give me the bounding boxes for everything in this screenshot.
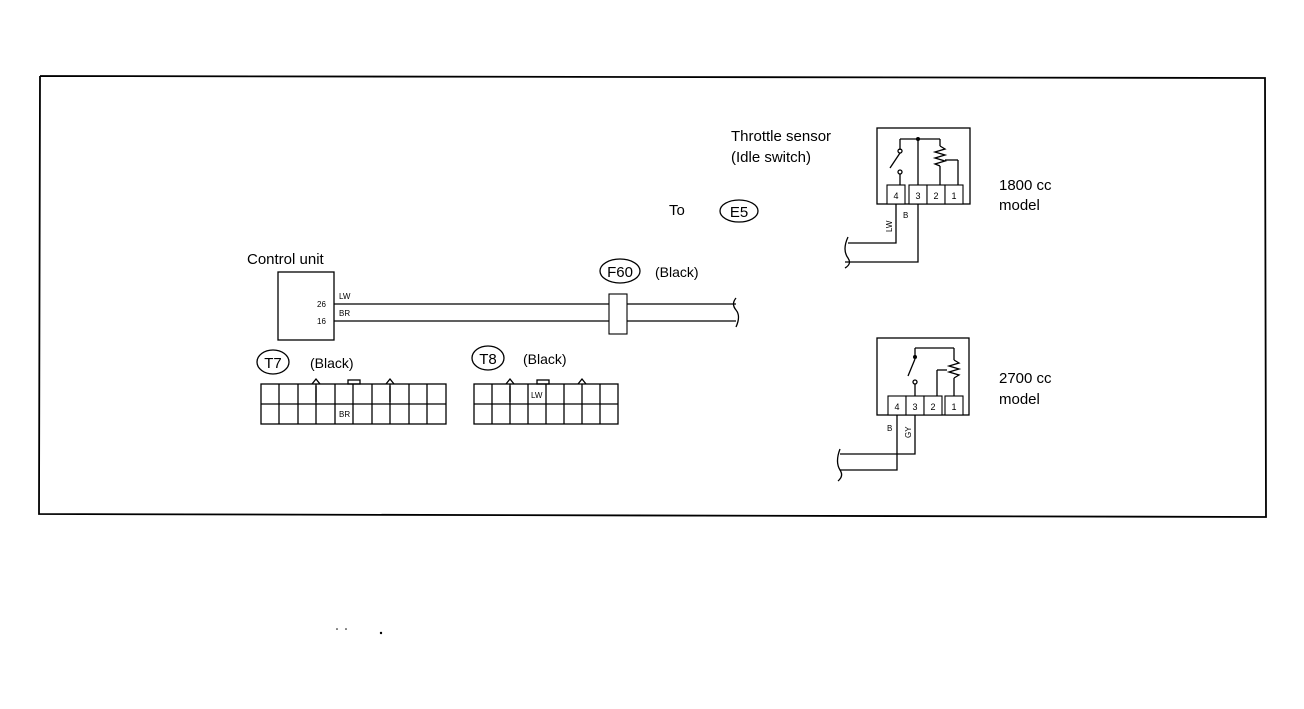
- model-2700-line2: model: [999, 391, 1040, 408]
- sensor-2700-terminal-3: 3: [912, 402, 917, 412]
- control-unit-label: Control unit: [247, 251, 325, 268]
- sensor-1800-circuit: [889, 137, 959, 185]
- sensor-2700-terminal-2: 2: [930, 402, 935, 412]
- sensor-2700-wire-b: B: [887, 424, 892, 433]
- connector-t7-badge: T7: [256, 349, 290, 375]
- connector-t7-block: [260, 377, 447, 425]
- scan-specks: [336, 628, 383, 635]
- control-unit-pin-26: 26: [317, 300, 326, 309]
- to-label: To: [669, 202, 685, 219]
- sensor-1800-terminal-1: 1: [951, 191, 956, 201]
- connector-f60-id: F60: [607, 264, 633, 281]
- connector-t8-block: [473, 377, 619, 425]
- sensor-1800-terminal-4: 4: [893, 191, 898, 201]
- connector-f60-color: (Black): [655, 264, 699, 280]
- connector-e5-id: E5: [730, 204, 748, 221]
- connector-t7-wire-label: BR: [339, 410, 350, 419]
- connector-t7-id: T7: [264, 355, 282, 372]
- connector-f60: [608, 293, 628, 335]
- wire-label-br: BR: [339, 309, 350, 318]
- sensor-2700-terminal-1: 1: [951, 402, 956, 412]
- throttle-sensor-title: Throttle sensor: [731, 128, 831, 145]
- connector-t8-wire-label: LW: [531, 391, 543, 400]
- wire-harness: [334, 297, 740, 328]
- sensor-1800-terminals: [886, 184, 964, 205]
- sensor-1800-wire-lw: LW: [885, 220, 894, 232]
- throttle-sensor-subtitle: (Idle switch): [731, 149, 811, 166]
- wire-label-lw: LW: [339, 292, 351, 301]
- diagram-frame: [38, 75, 1267, 518]
- sensor-1800-terminal-3: 3: [915, 191, 920, 201]
- connector-e5-badge: E5: [719, 199, 759, 223]
- sensor-2700-wires: [836, 415, 916, 482]
- connector-t8-id: T8: [479, 351, 497, 368]
- connector-t7-color: (Black): [310, 355, 354, 371]
- connector-f60-badge: F60: [599, 258, 641, 284]
- sensor-2700-circuit: [907, 347, 962, 396]
- sensor-2700-terminal-4: 4: [894, 402, 899, 412]
- sensor-2700-wire-gy: GY: [904, 426, 913, 438]
- sensor-1800-wires: [844, 204, 919, 269]
- control-unit-box: [277, 271, 335, 341]
- sensor-1800-wire-b: B: [903, 211, 908, 220]
- model-2700-line1: 2700 cc: [999, 370, 1052, 387]
- model-1800-line1: 1800 cc: [999, 177, 1052, 194]
- model-1800-line2: model: [999, 197, 1040, 214]
- connector-t8-badge: T8: [471, 345, 505, 371]
- sensor-2700-terminals: [887, 395, 964, 416]
- control-unit-pin-16: 16: [317, 317, 326, 326]
- connector-t8-color: (Black): [523, 351, 567, 367]
- sensor-1800-terminal-2: 2: [933, 191, 938, 201]
